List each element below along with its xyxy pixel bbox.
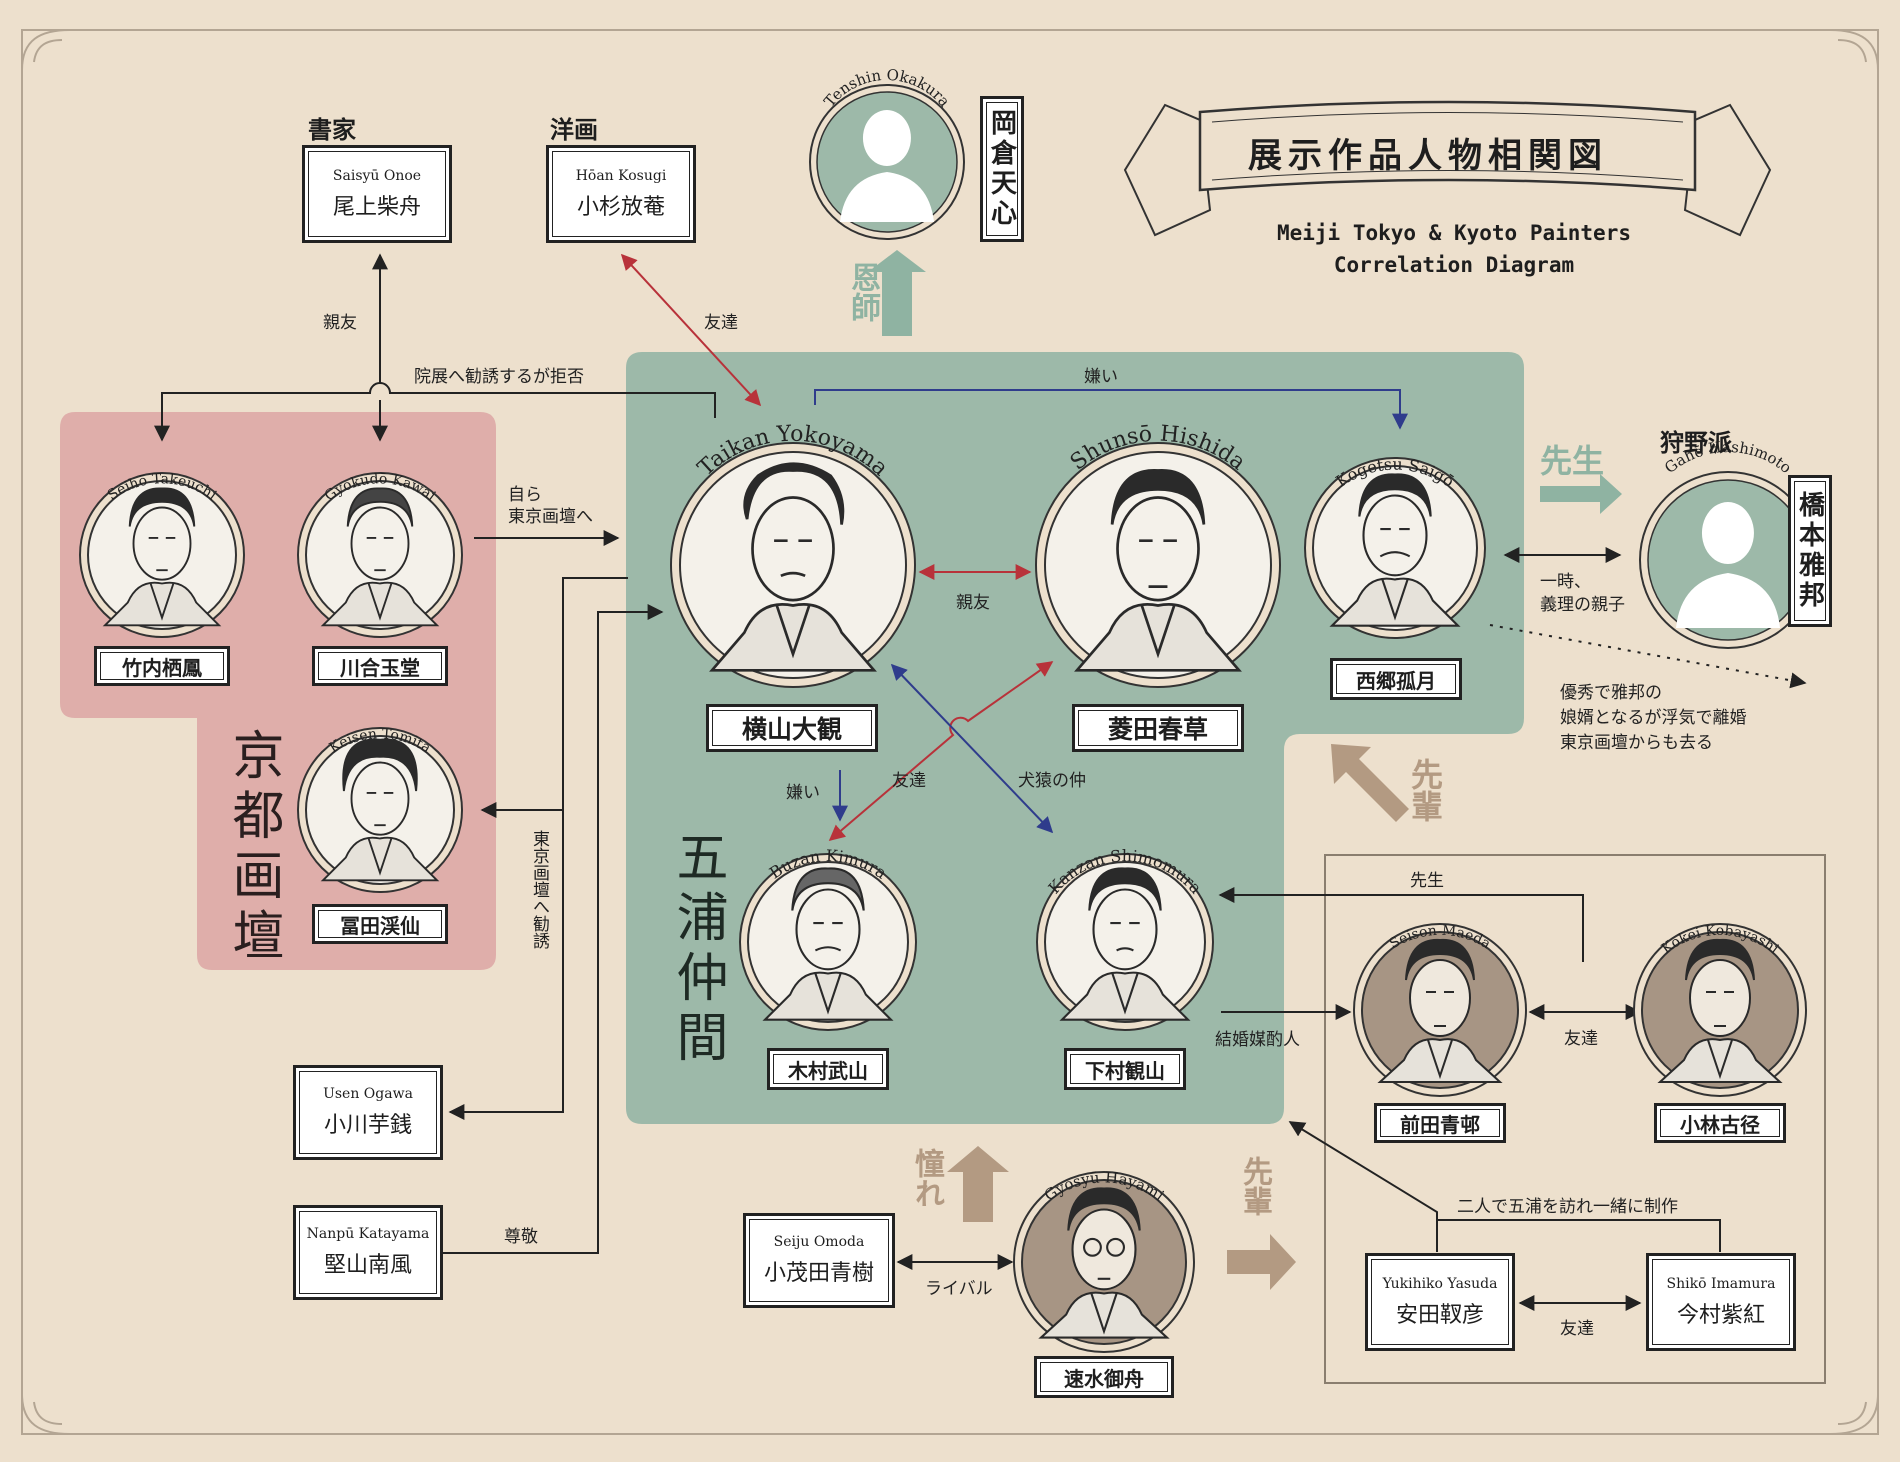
namebox-kokei: 小林古径 [1654, 1103, 1786, 1143]
infobox-shiko-ja: 今村紫紅 [1676, 1302, 1765, 1328]
title-en-line2: Correlation Diagram [1333, 253, 1575, 277]
relation-shinyu-mid: 親友 [956, 593, 990, 613]
sensei-arrow [1540, 474, 1622, 514]
namebox-shunso: 菱田春草 [1072, 704, 1244, 752]
infobox-saisyu: Saisyū Onoe 尾上柴舟 [302, 145, 452, 243]
relation-kanyu: 東京画壇へ勧誘 [529, 830, 549, 949]
infobox-seiju: Seiju Omoda 小茂田青樹 [743, 1213, 895, 1308]
relation-futari: 二人で五浦を訪れ一緒に制作 [1457, 1197, 1678, 1217]
akogare-arrow [947, 1146, 1009, 1222]
infobox-yukihiko-ja: 安田靫彦 [1395, 1302, 1484, 1328]
senpai-left-arrow [1331, 744, 1414, 822]
namebox-taikan: 横山大観 [706, 704, 878, 752]
infobox-shiko-en: Shikō Imamura [1666, 1275, 1776, 1292]
line-taikan-kogetsu [814, 389, 1408, 430]
namebox-kogetsu: 西郷孤月 [1330, 658, 1462, 700]
relation-sonkei: 尊敬 [504, 1227, 538, 1247]
relation-inten: 院展へ勧誘するが拒否 [414, 367, 584, 387]
category-yoga: 洋画 [550, 116, 598, 144]
line-sonkei [440, 604, 664, 1254]
title-ribbon [1123, 100, 1772, 237]
line-taikan-kanzan [890, 663, 1054, 834]
infobox-saisyu-ja: 尾上柴舟 [332, 194, 421, 220]
relation-kenen: 犬猿の仲 [1018, 771, 1086, 791]
line-kanyu [448, 577, 628, 1120]
corner-ornament-tr [1829, 29, 1879, 71]
infobox-yukihiko-en: Yukihiko Yasuda [1382, 1275, 1498, 1292]
corner-ornament-tl [21, 29, 71, 71]
infobox-usen: Usen Ogawa 小川芋銭 [293, 1065, 443, 1160]
senpai-right-arrow [1227, 1234, 1296, 1290]
relation-yushu-2: 娘婿となるが浮気で離婚 [1560, 708, 1747, 728]
arrow-label-onshi: 恩師 [845, 262, 880, 322]
relation-ichiji-1: 一時、 [1540, 572, 1591, 592]
infobox-seiju-en: Seiju Omoda [773, 1234, 865, 1250]
portrait-figures [102, 462, 1783, 1339]
arrow-label-senpai-right: 先輩 [1237, 1156, 1272, 1216]
group-label-goura: 五浦仲間 [667, 830, 727, 1070]
title-en-line1: Meiji Tokyo & Kyoto Painters [1276, 221, 1631, 245]
category-kano: 狩野派 [1660, 429, 1732, 457]
infobox-seiju-ja: 小茂田青樹 [763, 1261, 874, 1286]
relation-yushu-1: 優秀で雅邦の [1560, 683, 1662, 703]
title-ja: 展示作品人物相関図 [1248, 136, 1608, 176]
line-hoan-taikan [620, 253, 762, 407]
corner-ornament-bl [21, 1393, 71, 1435]
relation-shinyu-top: 親友 [323, 313, 357, 333]
group-label-kyoto: 京都画壇 [223, 728, 283, 968]
namebox-seiho: 竹内栖鳳 [94, 646, 230, 686]
relation-tomodachi-seison: 友達 [1564, 1029, 1598, 1049]
infobox-nanpu-en: Nanpū Katayama [306, 1226, 430, 1242]
infobox-hoan-en: Hōan Kosugi [575, 167, 667, 184]
arrow-label-akogare: 憧れ [909, 1148, 944, 1208]
relation-mizukara-1: 自ら [508, 485, 542, 505]
relation-kirai-top: 嫌い [1084, 367, 1118, 387]
corner-ornament-br [1829, 1393, 1879, 1435]
namebox-keisen: 冨田渓仙 [312, 904, 448, 944]
namebox-buzan: 木村武山 [767, 1048, 889, 1090]
infobox-nanpu: Nanpū Katayama 堅山南風 [293, 1205, 443, 1300]
namebox-seison: 前田青邨 [1374, 1103, 1506, 1143]
line-sensei-kanzan [1218, 887, 1584, 962]
infobox-yukihiko: Yukihiko Yasuda 安田靫彦 [1365, 1253, 1515, 1351]
line-inten [154, 382, 716, 442]
infobox-saisyu-en: Saisyū Onoe [332, 167, 422, 184]
relation-kirai-buzan: 嫌い [786, 783, 820, 803]
namebox-gyokudo: 川合玉堂 [312, 646, 448, 686]
infobox-hoan: Hōan Kosugi 小杉放菴 [546, 145, 696, 243]
relation-ichiji-2: 義理の親子 [1540, 595, 1625, 615]
infobox-shiko: Shikō Imamura 今村紫紅 [1646, 1253, 1796, 1351]
relation-mizukara-2: 東京画壇へ [508, 507, 593, 527]
relation-tomodachi-x: 友達 [892, 771, 926, 791]
category-shoka: 書家 [308, 116, 356, 144]
line-futari-up [1288, 1121, 1438, 1220]
relation-tomodachi-hoan: 友達 [704, 313, 738, 333]
page-border [21, 29, 1879, 1435]
infobox-usen-en: Usen Ogawa [323, 1086, 413, 1102]
namebox-kanzan: 下村観山 [1064, 1048, 1186, 1090]
onshi-arrow [868, 250, 926, 336]
infobox-hoan-ja: 小杉放菴 [576, 194, 665, 220]
arrow-label-senpai-left: 先輩 [1406, 758, 1444, 822]
relation-rival: ライバル [925, 1279, 993, 1299]
namebox-gaho: 橋本雅邦 [1788, 475, 1832, 627]
namebox-gyosyu: 速水御舟 [1034, 1356, 1174, 1398]
relation-yushu-3: 東京画壇からも去る [1560, 733, 1713, 753]
infobox-usen-ja: 小川芋銭 [323, 1113, 412, 1138]
namebox-tenshin: 岡倉天心 [980, 96, 1024, 242]
relation-kekkon: 結婚媒酌人 [1215, 1030, 1300, 1050]
line-yushu [1489, 624, 1807, 689]
arrow-label-sensei: 先生 [1540, 442, 1605, 480]
relation-sensei-kanzan: 先生 [1410, 871, 1444, 891]
infobox-nanpu-ja: 堅山南風 [323, 1253, 412, 1278]
seison-group-frame [1324, 854, 1826, 1384]
relation-tomodachi-yukihiko: 友達 [1560, 1319, 1594, 1339]
line-futari [1436, 1219, 1721, 1252]
